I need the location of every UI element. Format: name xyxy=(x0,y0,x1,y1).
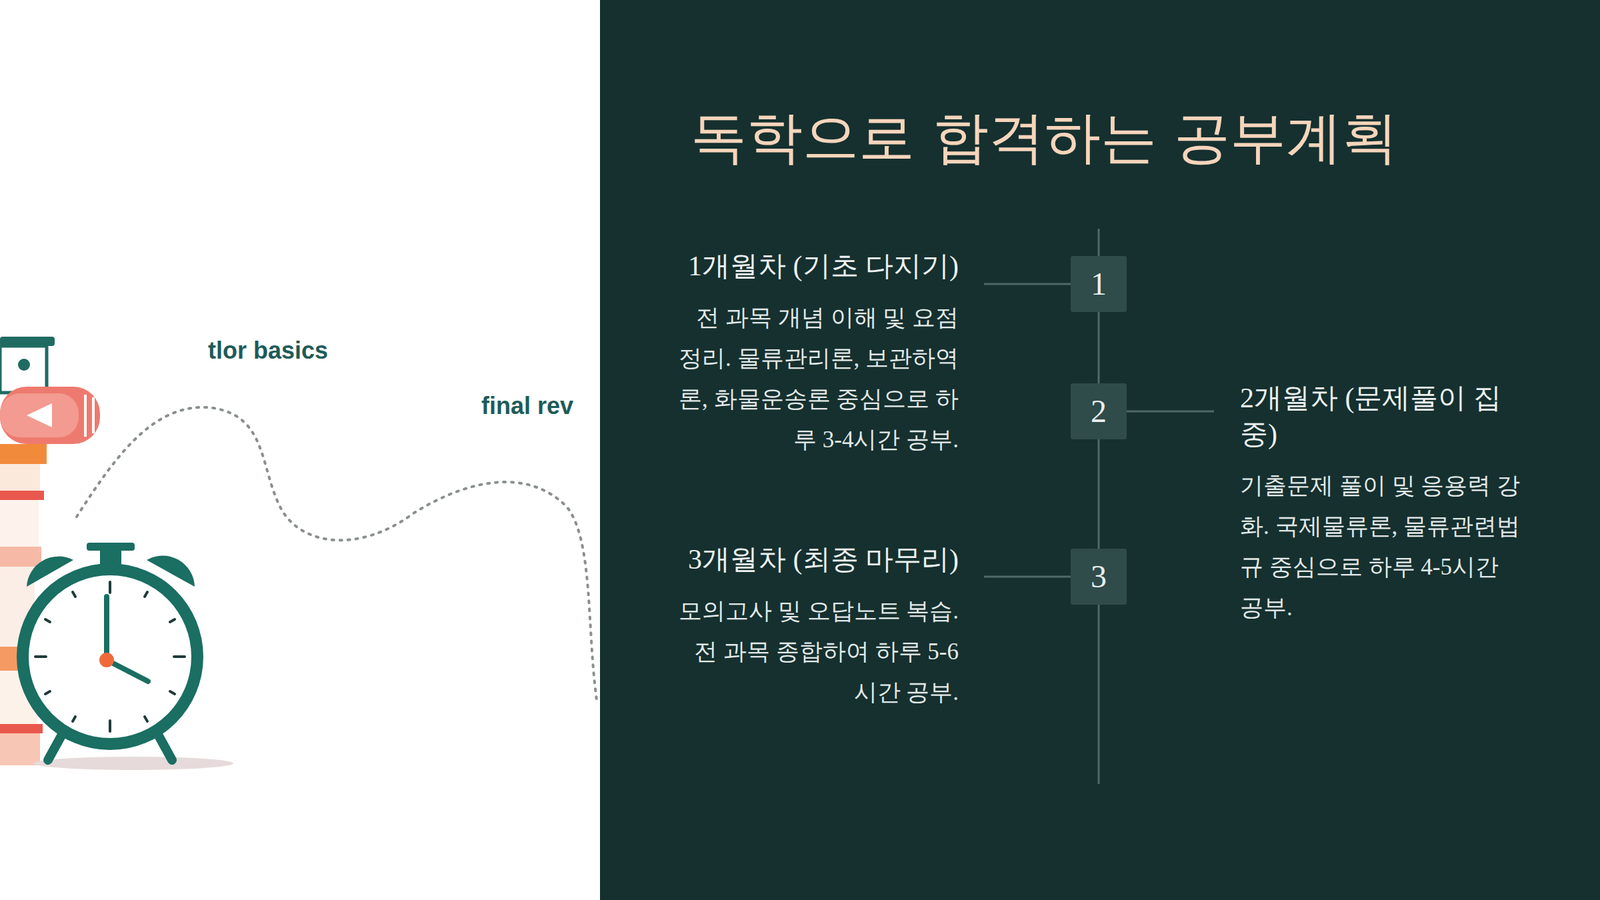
clock-tick xyxy=(174,655,185,658)
step-number-box: 1 xyxy=(1070,256,1127,312)
clock-tick xyxy=(170,691,175,694)
clock-tick xyxy=(45,691,50,694)
step-description: 기출문제 풀이 및 응용력 강화. 국제물류론, 물류관련법규 중심으로 하루 … xyxy=(1240,465,1521,628)
clock-tick xyxy=(72,592,76,597)
step-number-box: 2 xyxy=(1070,383,1127,440)
timeline-connector xyxy=(984,576,1071,578)
clock-tick xyxy=(170,619,175,622)
clock-tick xyxy=(144,592,148,597)
page-title: 독학으로 합격하는 공부계획 xyxy=(690,100,1398,176)
timeline-connector xyxy=(1098,312,1100,384)
step-number: 3 xyxy=(1090,560,1107,593)
alarm-clock xyxy=(16,542,234,770)
step-card: 2개월차 (문제풀이 집중) 기출문제 풀이 및 응용력 강화. 국제물류론, 물… xyxy=(1214,380,1521,628)
step-heading: 2개월차 (문제풀이 집중) xyxy=(1240,380,1521,452)
step-number-box: 3 xyxy=(1070,548,1127,605)
step-description: 전 과목 개념 이해 및 요점 정리. 물류관리론, 보관하역론, 화물운송론 … xyxy=(677,297,959,460)
timeline-connector xyxy=(984,283,1071,286)
illustration-label: tlor basics xyxy=(208,336,328,365)
step-heading: 1개월차 (기초 다지기) xyxy=(677,248,959,284)
step-heading: 3개월차 (최종 마무리) xyxy=(677,541,959,578)
step-number: 1 xyxy=(1090,268,1107,300)
illustration-label: final rev xyxy=(481,392,574,420)
step-card: 1개월차 (기초 다지기) 전 과목 개념 이해 및 요점 정리. 물류관리론, … xyxy=(677,248,984,460)
clock-tick xyxy=(45,619,50,622)
clock-tick xyxy=(144,716,148,722)
clock-tick xyxy=(72,716,76,722)
illustration xyxy=(0,0,600,900)
clock-tick xyxy=(108,582,112,593)
timeline-connector xyxy=(1126,410,1214,413)
clock-tick xyxy=(35,655,46,658)
step-description: 모의고사 및 오답노트 복습. 전 과목 종합하여 하루 5-6시간 공부. xyxy=(677,590,959,713)
timeline-axis xyxy=(1098,600,1100,784)
step-card: 3개월차 (최종 마무리) 모의고사 및 오답노트 복습. 전 과목 종합하여 하… xyxy=(677,541,984,713)
step-number: 2 xyxy=(1090,395,1107,428)
clock-tick xyxy=(108,720,112,732)
timeline-connector xyxy=(1098,439,1100,549)
